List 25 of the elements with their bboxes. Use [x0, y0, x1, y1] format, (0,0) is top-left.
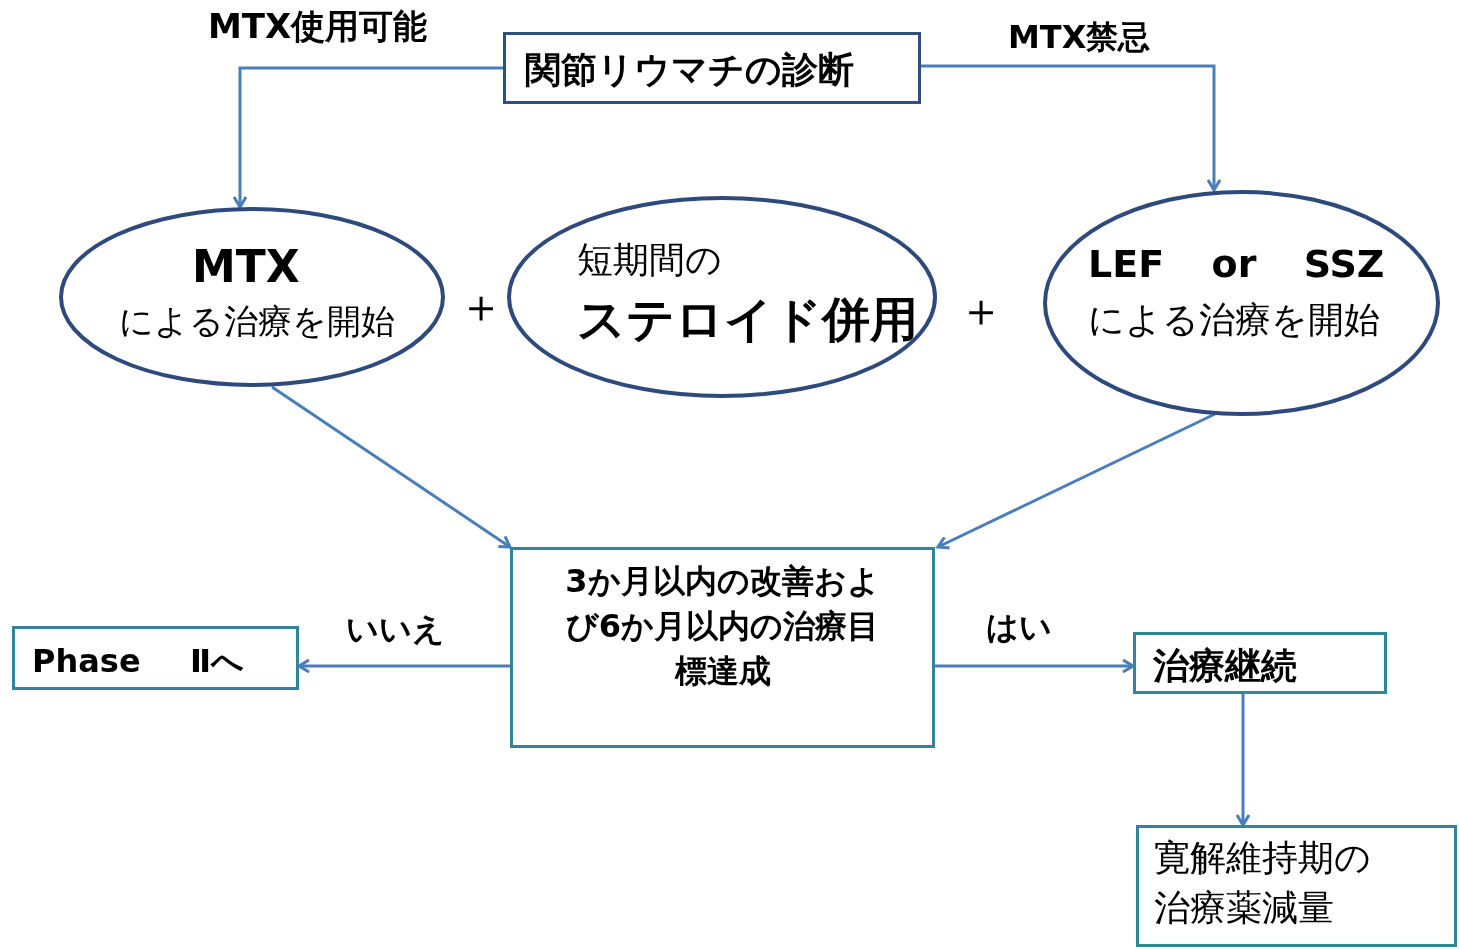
process-box — [12, 626, 299, 690]
oval-text: 短期間の — [577, 238, 722, 282]
box-text: 関節リウマチの診断 — [525, 48, 854, 92]
plus-sign: ＋ — [458, 278, 504, 335]
process-box — [1133, 632, 1387, 694]
process-box — [503, 32, 921, 104]
oval-text: による治療を開始 — [119, 300, 395, 343]
plus-sign: ＋ — [958, 282, 1004, 339]
box-text: 3か月以内の改善および6か月以内の治療目標達成 — [564, 561, 881, 692]
arrow — [1235, 694, 1251, 827]
oval-text: ステロイド併用 — [577, 290, 918, 349]
oval-text: MTX — [192, 241, 300, 292]
oval-text: による治療を開始 — [1088, 298, 1380, 342]
arrow — [935, 658, 1135, 674]
arrow — [271, 385, 512, 549]
oval-text: LEF or SSZ — [1088, 242, 1385, 286]
process-box — [510, 547, 935, 748]
process-box — [1136, 825, 1457, 947]
arrow — [936, 412, 1216, 550]
box-text: 治療継続 — [1153, 644, 1297, 688]
box-text: Phase Ⅱへ — [32, 641, 245, 682]
arrow — [232, 66, 503, 209]
box-text: 寛解維持期の治療薬減量 — [1154, 836, 1372, 931]
arrow — [297, 658, 510, 674]
arrow — [921, 64, 1222, 192]
